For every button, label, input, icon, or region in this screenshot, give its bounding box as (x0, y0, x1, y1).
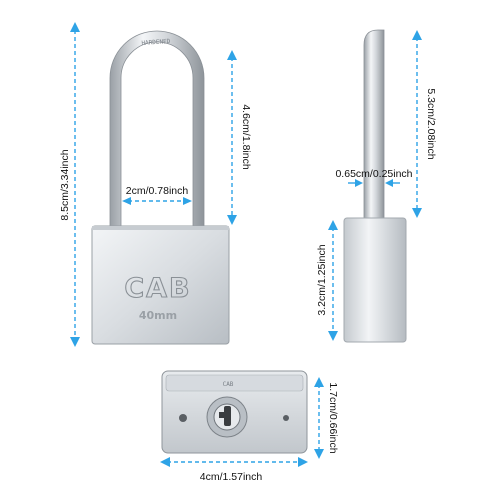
brand-engraving: CAB (124, 273, 191, 304)
side-view: 5.3cm/2.08inch 0.65cm/0.25inch 3.2cm/1.2… (316, 29, 437, 343)
body-width-label: 4cm/1.57inch (200, 471, 263, 483)
side-height-dimension (412, 30, 422, 218)
shackle-clearance-label: 4.6cm/1.8inch (240, 104, 252, 170)
shackle-width-dimension (122, 197, 192, 205)
body-thickness-label: 1.7cm/0.66inch (327, 382, 339, 453)
body-width-dimension (160, 457, 308, 467)
shackle-diameter-dimension (348, 179, 400, 187)
front-shackle (109, 30, 205, 229)
keyway (206, 396, 248, 438)
total-height-dimension (70, 22, 80, 347)
bottom-view: CAB 4cm/1.57inch 1. (160, 370, 339, 483)
body-top-edge (92, 226, 229, 230)
size-engraving: 40mm (139, 309, 177, 322)
body-height-dimension (328, 220, 338, 341)
total-height-label: 8.5cm/3.34inch (59, 149, 71, 220)
side-lock-body (343, 217, 407, 343)
bottom-top-face (165, 374, 304, 392)
bottom-hole-right (283, 415, 289, 421)
bottom-hole-left (179, 414, 187, 422)
shackle-clearance-dimension (227, 50, 237, 225)
body-thickness-dimension (314, 377, 324, 459)
shackle-diameter-label: 0.65cm/0.25inch (335, 168, 412, 180)
side-height-label: 5.3cm/2.08inch (425, 88, 437, 159)
shackle-engraving: HARDENED (141, 38, 171, 47)
bottom-brand-engraving: CAB (223, 381, 234, 388)
side-shackle (363, 29, 385, 221)
front-view: HARDENED CAB 40mm 8.5cm/3.34inch 4.6cm/1… (59, 22, 252, 347)
body-height-label: 3.2cm/1.25inch (316, 244, 328, 315)
shackle-width-label: 2cm/0.78inch (126, 185, 189, 197)
